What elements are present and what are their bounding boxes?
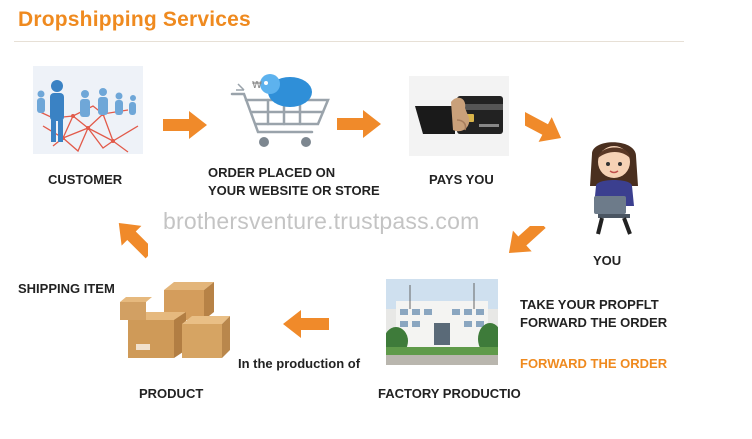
arrow-down-left-icon (503, 226, 553, 272)
title-divider (14, 41, 684, 42)
factory-building-icon (386, 279, 498, 365)
factory-side-line2: FORWARD THE ORDER (520, 315, 668, 330)
product-label: PRODUCT (139, 386, 204, 401)
people-network-icon (33, 66, 143, 154)
arrow-down-right-icon (525, 102, 577, 142)
arrow-left-icon (283, 310, 329, 338)
pays-label: PAYS YOU (429, 172, 494, 187)
svg-text:₩: ₩ (252, 80, 262, 91)
cardboard-boxes-icon (112, 272, 232, 370)
factory-side-text: TAKE YOUR PROPFLT FORWARD THE ORDER (520, 296, 667, 332)
woman-laptop-icon (578, 134, 650, 238)
factory-side-line1: TAKE YOUR PROPFLT (520, 297, 659, 312)
arrow-right-icon (163, 111, 207, 139)
customer-label: CUSTOMER (48, 172, 123, 187)
factory-highlight-text: FORWARD THE ORDER (520, 356, 668, 371)
arrow-right-icon (337, 110, 381, 138)
arrow-up-left-icon (100, 218, 148, 266)
page-title: Dropshipping Services (18, 8, 251, 31)
watermark-text: brothersventure.trustpass.com (163, 208, 480, 234)
you-label: YOU (593, 253, 622, 268)
order-label-line2: YOUR WEBSITE OR STORE (208, 183, 380, 198)
factory-label: FACTORY PRODUCTIO (378, 386, 521, 401)
shipping-label: SHIPPING ITEM (18, 281, 115, 296)
shopping-cart-icon: ₩ (228, 66, 338, 154)
credit-card-icon (409, 76, 509, 156)
order-label-line1: ORDER PLACED ON (208, 165, 336, 180)
order-label: ORDER PLACED ON YOUR WEBSITE OR STORE (208, 164, 380, 200)
product-caption: In the production of (238, 356, 361, 371)
